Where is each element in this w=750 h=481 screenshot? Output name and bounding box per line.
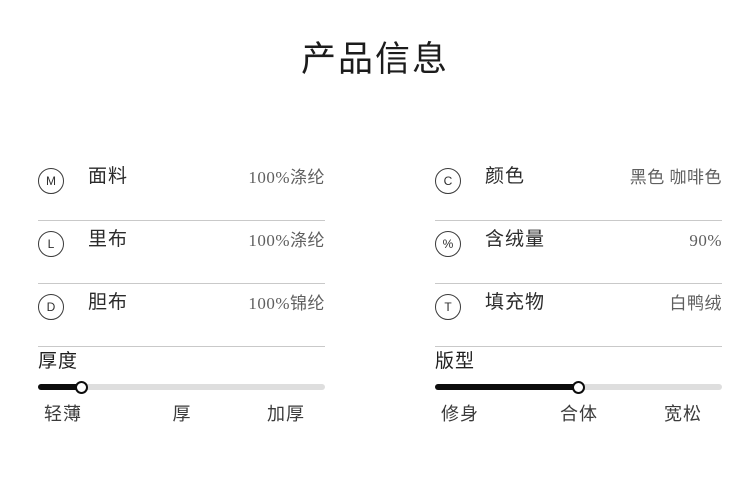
- slider-thickness-tick-thick: 厚: [172, 404, 192, 424]
- filling-badge-icon: T: [435, 294, 461, 320]
- spec-row-lining: L 里布 100%涤纶: [38, 221, 325, 284]
- color-badge-icon: C: [435, 168, 461, 194]
- lining-badge-icon: L: [38, 231, 64, 257]
- spec-value-fabric: 100%涤纶: [248, 168, 325, 187]
- spec-column-left: M 面料 100%涤纶 L 里布 100%涤纶 D 胆布 100%锦纶: [38, 158, 325, 347]
- spec-row-color: C 颜色 黑色 咖啡色: [435, 158, 722, 221]
- spec-label-fabric: 面料: [88, 166, 129, 187]
- slider-thickness-tick-extra-thick: 加厚: [267, 404, 305, 424]
- spec-label-color: 颜色: [485, 166, 526, 187]
- slider-thickness-handle[interactable]: [74, 380, 88, 394]
- fabric-badge-icon: M: [38, 168, 64, 194]
- slider-fit-fill: [435, 384, 579, 390]
- slider-fit-tick-regular: 合体: [560, 404, 598, 424]
- spec-label-lining: 里布: [88, 229, 129, 250]
- slider-thickness-fill: [38, 384, 82, 390]
- spec-row-inner-shell: D 胆布 100%锦纶: [38, 284, 325, 347]
- slider-fit-handle[interactable]: [572, 380, 585, 394]
- spec-row-down-content: % 含绒量 90%: [435, 221, 722, 284]
- spec-label-down-content: 含绒量: [485, 229, 546, 250]
- spec-value-lining: 100%涤纶: [248, 231, 325, 250]
- page-title: 产品信息: [300, 40, 449, 79]
- down-content-badge-icon: %: [435, 231, 461, 257]
- slider-fit: 版型 修身 合体 宽松: [435, 350, 722, 427]
- slider-thickness-track[interactable]: [38, 380, 325, 394]
- slider-thickness-ticks: 轻薄 厚 加厚: [38, 401, 325, 427]
- slider-thickness: 厚度 轻薄 厚 加厚: [38, 350, 325, 427]
- slider-fit-ticks: 修身 合体 宽松: [435, 401, 722, 427]
- spec-value-color: 黑色 咖啡色: [629, 168, 722, 187]
- slider-fit-tick-slim: 修身: [441, 404, 479, 424]
- spec-row-filling: T 填充物 白鸭绒: [435, 284, 722, 347]
- spec-label-inner-shell: 胆布: [88, 292, 129, 313]
- slider-thickness-tick-light: 轻薄: [44, 404, 82, 424]
- spec-value-down-content: 90%: [689, 231, 722, 250]
- spec-value-inner-shell: 100%锦纶: [248, 294, 325, 313]
- spec-column-right: C 颜色 黑色 咖啡色 % 含绒量 90% T 填充物 白鸭绒: [435, 158, 722, 347]
- spec-label-filling: 填充物: [485, 292, 546, 313]
- slider-fit-track[interactable]: [435, 380, 722, 394]
- slider-fit-tick-loose: 宽松: [664, 404, 702, 424]
- spec-columns: M 面料 100%涤纶 L 里布 100%涤纶 D 胆布 100%锦纶 C 颜色…: [0, 158, 750, 347]
- slider-section: 厚度 轻薄 厚 加厚 版型 修身 合体 宽松: [0, 350, 750, 427]
- spec-row-fabric: M 面料 100%涤纶: [38, 158, 325, 221]
- slider-fit-title: 版型: [435, 351, 476, 372]
- inner-shell-badge-icon: D: [38, 294, 64, 320]
- slider-thickness-title: 厚度: [38, 351, 79, 372]
- spec-value-filling: 白鸭绒: [669, 294, 722, 313]
